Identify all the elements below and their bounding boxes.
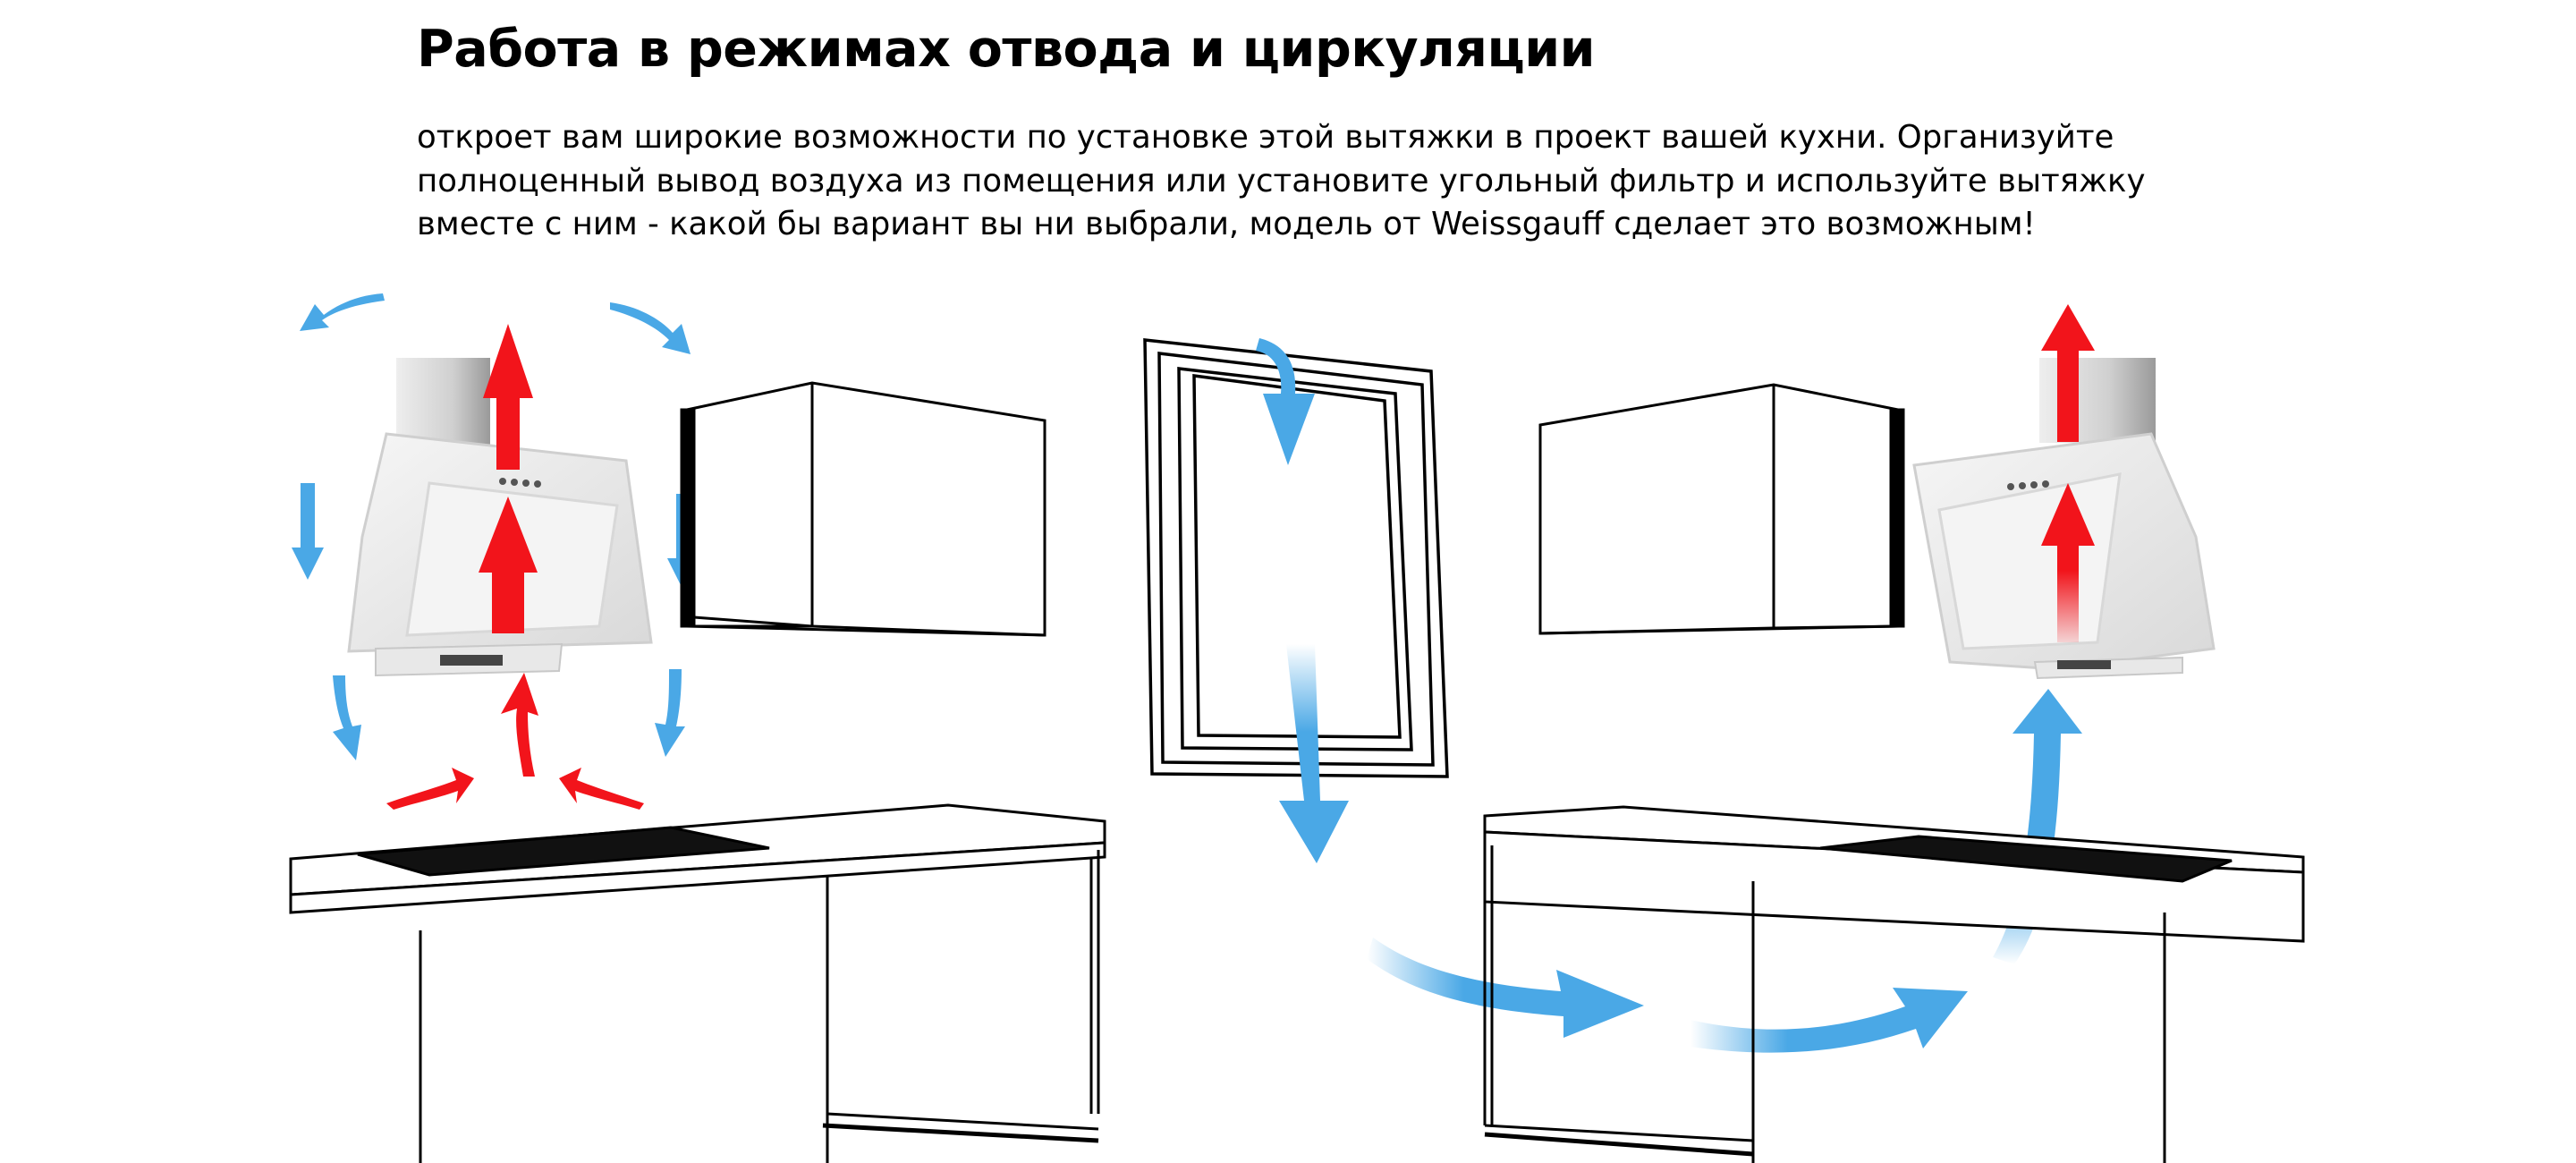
cooktop-left [357,826,770,877]
hood-lamp [440,655,503,666]
cooktop-right [1819,835,2233,883]
red-intake-arrows [386,673,644,810]
intro-text: откроет вам широкие возможности по устан… [417,116,2224,247]
intro-line: откроет вам широкие возможности по устан… [417,119,2114,156]
page-title: Работа в режимах отвода и циркуляции [417,20,1596,79]
left-hood-scene [289,293,1106,1163]
hood-buttons [2007,480,2049,490]
hood-lamp [2057,660,2111,669]
window-intake-arrow [1256,338,1315,465]
red-exhaust-arrows [2041,304,2095,642]
hood-chimney [396,358,490,447]
wall-cabinet-right [1538,383,1905,635]
blue-airflow-window [1256,338,2082,1053]
hood-chimney [2039,358,2156,443]
intro-line: вместе с ним - какой бы вариант вы ни вы… [417,206,2036,242]
red-up-arrow [479,324,538,633]
countertop-right [1483,805,2305,1163]
floor-arrow-1 [1367,938,1644,1038]
floor-arrow-2 [1690,988,1968,1053]
intro-line: полноценный вывод воздуха из помещения и… [417,162,2146,199]
up-arrow-to-hood [1993,689,2082,964]
right-hood-scene [1483,304,2305,1163]
room-down-arrow [1279,644,1349,863]
window-frame [1143,338,1449,778]
wall-cabinet-left [680,381,1046,637]
hood-buttons [499,478,541,488]
countertop-left [289,803,1106,1163]
